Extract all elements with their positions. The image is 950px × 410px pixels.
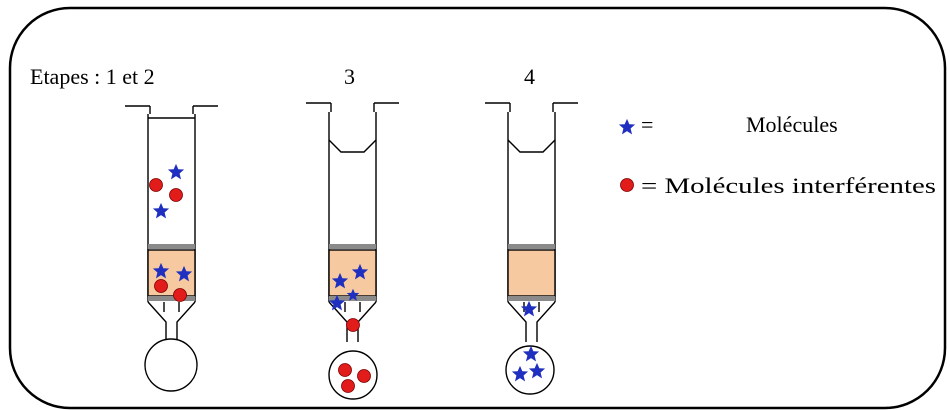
interfering-dot-icon xyxy=(346,318,360,332)
interfering-dot-icon xyxy=(338,363,352,377)
label-step-3: 3 xyxy=(344,64,355,89)
cartridge-step-3 xyxy=(306,102,399,400)
interfering-dot-icon xyxy=(149,178,163,192)
interfering-dot-icon xyxy=(169,188,183,202)
interfering-dot-icon xyxy=(357,369,371,383)
legend-star-equals: = xyxy=(641,112,653,137)
interfering-dot-icon xyxy=(154,279,168,293)
legend-circle-text: = Molécules interférentes xyxy=(641,173,936,198)
interfering-dot-icon xyxy=(341,379,355,393)
legend-circle-icon xyxy=(620,178,634,192)
interfering-dot-icon xyxy=(173,288,187,302)
legend-star-text: Molécules xyxy=(746,112,838,137)
cartridge-step-4 xyxy=(485,102,578,395)
label-step-4: 4 xyxy=(524,64,535,89)
label-step-1-2: Etapes : 1 et 2 xyxy=(30,64,155,89)
diagram-frame xyxy=(8,6,947,410)
legend: = Molécules = Molécules interférentes xyxy=(618,112,936,198)
